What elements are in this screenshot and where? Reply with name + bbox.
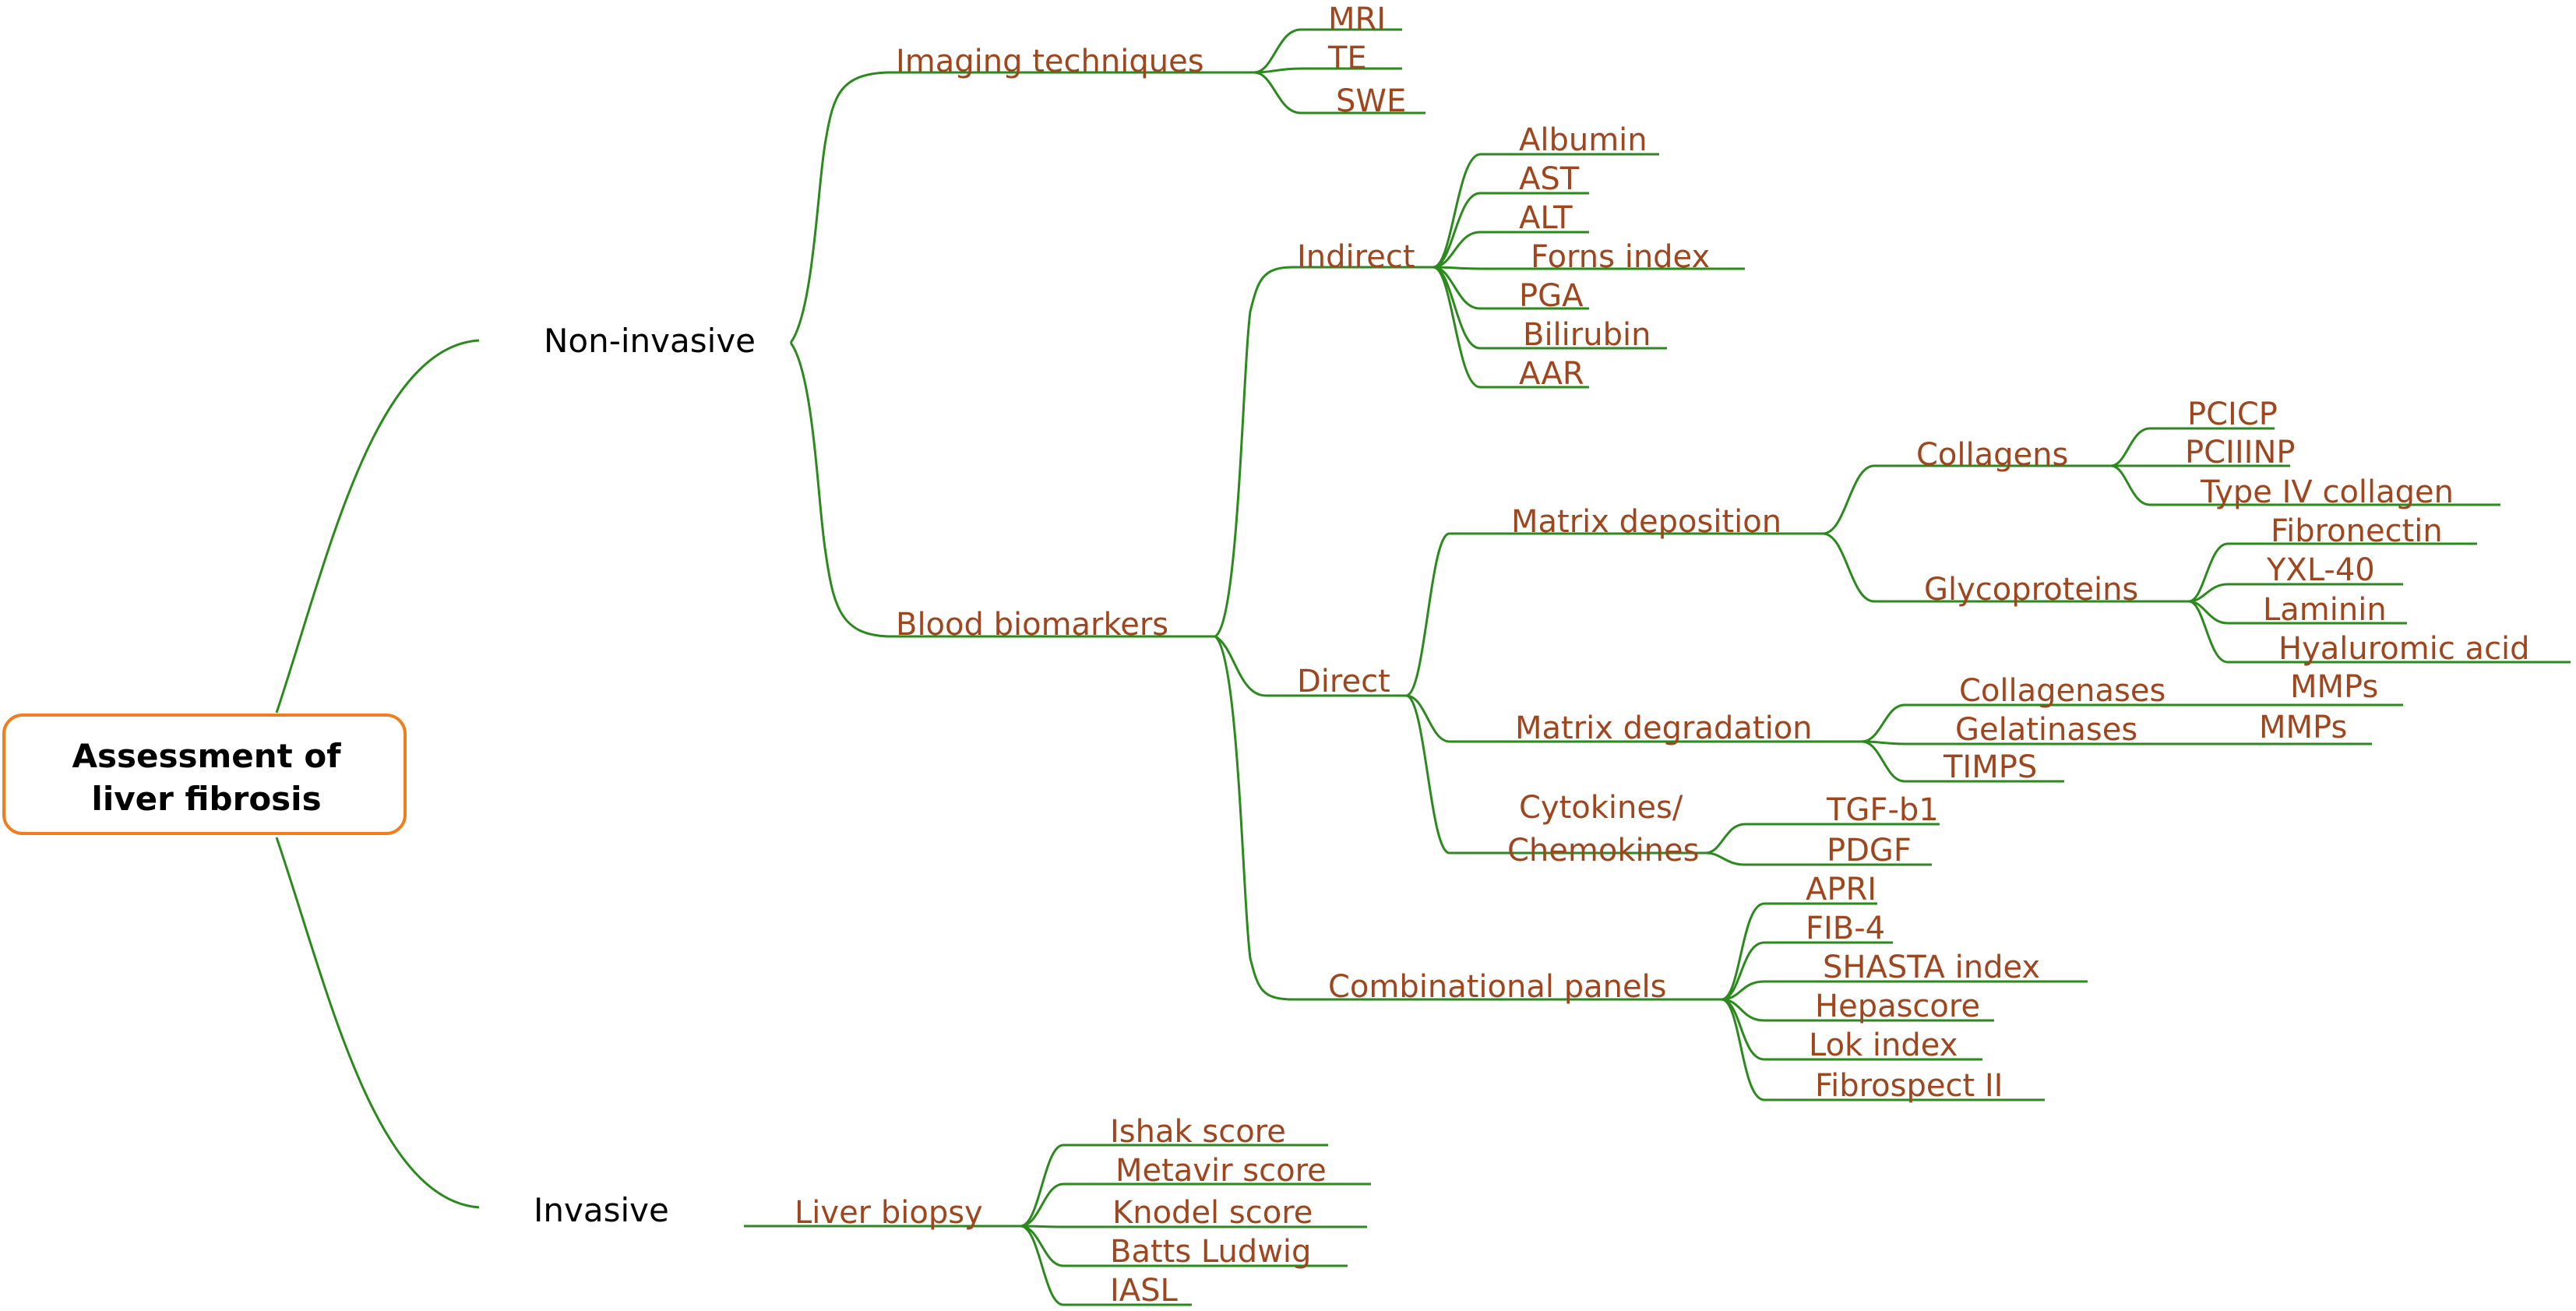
biopsy-item: Metavir score bbox=[1115, 1153, 1327, 1189]
indirect-item: Forns index bbox=[1531, 239, 1710, 275]
combinational-item: SHASTA index bbox=[1823, 950, 2040, 985]
root-title-line1: Assessment of bbox=[72, 737, 342, 775]
category-invasive: Invasive bbox=[534, 1191, 669, 1229]
direct-label: Direct bbox=[1297, 664, 1390, 700]
cytokines-item: PDGF bbox=[1827, 833, 1912, 869]
biopsy-item: IASL bbox=[1110, 1273, 1179, 1309]
gelatinases-label: Gelatinases bbox=[1955, 712, 2137, 748]
combinational-item: Fibrospect II bbox=[1815, 1068, 2003, 1104]
connector-lines bbox=[275, 28, 2571, 1306]
indirect-item: ALT bbox=[1519, 200, 1573, 236]
glycoproteins-item: Hyaluromic acid bbox=[2278, 631, 2530, 667]
combinational-item: Lok index bbox=[1809, 1027, 1958, 1063]
collagens-item: Type IV collagen bbox=[2200, 474, 2454, 510]
indirect-item: Albumin bbox=[1519, 122, 1647, 158]
combinational-item: FIB-4 bbox=[1806, 911, 1885, 946]
combinational-panels-label: Combinational panels bbox=[1328, 969, 1667, 1005]
root-box bbox=[2, 714, 407, 835]
indirect-item: PGA bbox=[1519, 278, 1584, 314]
imaging-item: SWE bbox=[1336, 83, 1406, 119]
imaging-label: Imaging techniques bbox=[896, 44, 1204, 79]
root-title-line2: liver fibrosis bbox=[91, 780, 321, 818]
combinational-item: APRI bbox=[1806, 872, 1876, 907]
indirect-item: AST bbox=[1519, 161, 1580, 197]
cytokines-item: TGF-b1 bbox=[1826, 792, 1939, 828]
matrix-deposition-label: Matrix deposition bbox=[1511, 504, 1781, 540]
indirect-item: AAR bbox=[1519, 356, 1584, 392]
cytokines-label-line2: Chemokines bbox=[1507, 833, 1699, 869]
collagens-item: PCICP bbox=[2187, 396, 2278, 432]
root-node: Assessment of liver fibrosis bbox=[2, 714, 407, 835]
imaging-item: MRI bbox=[1328, 2, 1386, 37]
cytokines-label-line1: Cytokines/ bbox=[1519, 790, 1683, 826]
gelatinases-mmps: MMPs bbox=[2259, 710, 2347, 745]
imaging-item: TE bbox=[1327, 41, 1367, 76]
collagens-label: Collagens bbox=[1916, 437, 2068, 473]
indirect-item: Bilirubin bbox=[1523, 317, 1651, 353]
indirect-label: Indirect bbox=[1297, 239, 1415, 275]
glycoproteins-item: Fibronectin bbox=[2271, 513, 2443, 549]
timps-label: TIMPS bbox=[1943, 749, 2037, 785]
blood-biomarkers-label: Blood biomarkers bbox=[896, 607, 1168, 643]
collagenases-mmps: MMPs bbox=[2290, 669, 2378, 705]
glycoproteins-item: Laminin bbox=[2263, 592, 2387, 628]
biopsy-item: Knodel score bbox=[1112, 1195, 1313, 1231]
biopsy-item: Ishak score bbox=[1110, 1114, 1286, 1150]
matrix-degradation-label: Matrix degradation bbox=[1515, 710, 1813, 746]
collagenases-label: Collagenases bbox=[1959, 673, 2165, 709]
collagens-item: PCIIINP bbox=[2185, 435, 2295, 470]
biopsy-item: Batts Ludwig bbox=[1110, 1234, 1311, 1270]
category-noninvasive: Non-invasive bbox=[544, 322, 756, 360]
combinational-item: Hepascore bbox=[1815, 989, 1980, 1024]
liver-biopsy-label: Liver biopsy bbox=[795, 1195, 983, 1231]
glycoproteins-item: YXL-40 bbox=[2266, 552, 2375, 588]
glycoproteins-label: Glycoproteins bbox=[1924, 572, 2138, 608]
